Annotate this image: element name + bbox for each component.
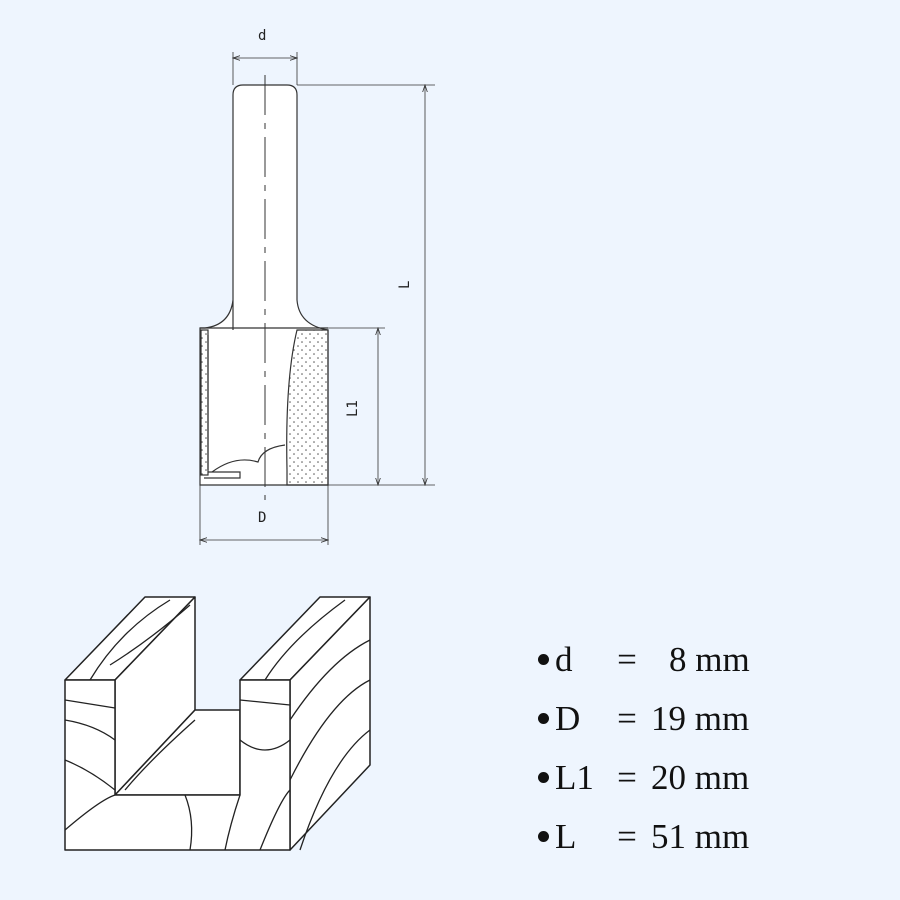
spec-item-D: D=19 mm bbox=[538, 689, 750, 748]
dim-label-d: d bbox=[258, 28, 266, 44]
cutting-edge-left bbox=[200, 329, 209, 476]
bullet-icon bbox=[538, 831, 549, 842]
spec-list: d=8 mm D=19 mm L1=20 mm L=51 mm bbox=[538, 630, 750, 866]
bullet-icon bbox=[538, 772, 549, 783]
bullet-icon bbox=[538, 654, 549, 665]
dim-label-L1: L1 bbox=[345, 400, 361, 417]
bullet-icon bbox=[538, 713, 549, 724]
dim-label-D: D bbox=[258, 510, 266, 526]
wood-block-groove bbox=[64, 596, 371, 851]
spec-item-L1: L1=20 mm bbox=[538, 748, 750, 807]
cutting-face-right bbox=[286, 329, 329, 486]
spec-item-L: L=51 mm bbox=[538, 807, 750, 866]
dim-label-L: L bbox=[397, 281, 413, 289]
spec-item-d: d=8 mm bbox=[538, 630, 750, 689]
